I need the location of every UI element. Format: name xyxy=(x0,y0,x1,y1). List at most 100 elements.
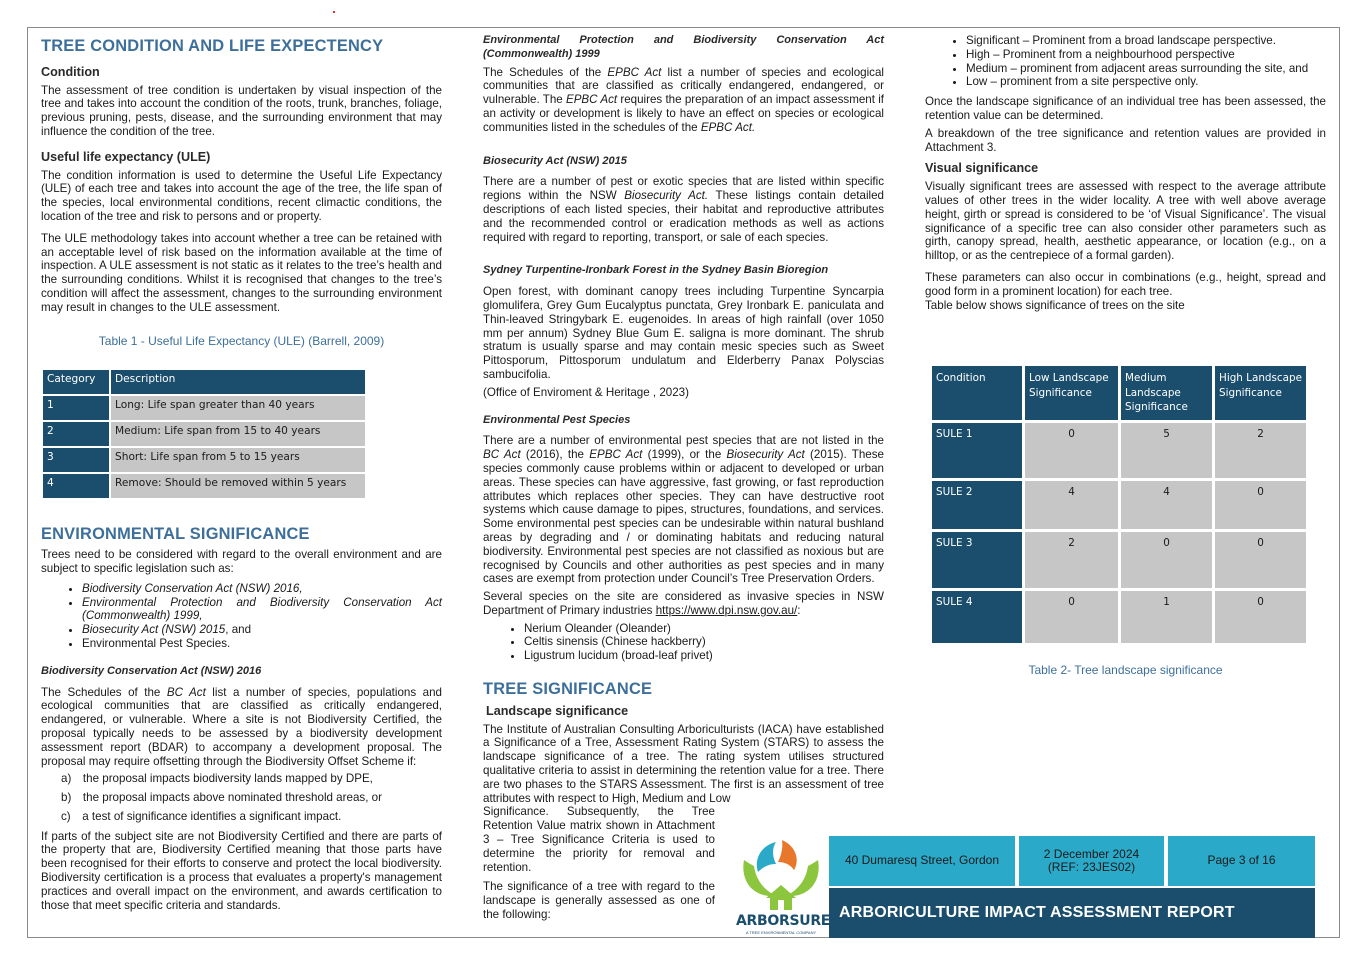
stif-reference: (Office of Enviroment & Heritage , 2023) xyxy=(483,385,689,399)
list-item: c) a test of significance identifies a s… xyxy=(61,809,342,823)
footer-report-title: ARBORICULTURE IMPACT ASSESSMENT REPORT xyxy=(829,888,1315,938)
retention-paragraph: Once the landscape significance of an in… xyxy=(925,95,1326,122)
list-item: Medium – prominent from adjacent areas s… xyxy=(966,62,1326,76)
ule-title: Useful life expectancy (ULE) xyxy=(41,149,211,164)
landscape-paragraph-2: The significance of a tree with regard t… xyxy=(483,880,715,922)
list-item: Celtis sinensis (Chinese hackberry) xyxy=(524,635,884,649)
parameters-paragraph: These parameters can also occur in combi… xyxy=(925,270,1326,298)
table-row: 1 Long: Life span greater than 40 years xyxy=(43,396,365,421)
legislation-list: Biodiversity Conservation Act (NSW) 2016… xyxy=(41,582,442,651)
list-item: Biosecurity Act (NSW) 2015, and xyxy=(82,623,442,637)
ule-paragraph-1: The condition information is used to det… xyxy=(41,168,442,223)
sig-cell: 0 xyxy=(1121,531,1212,588)
sig-cell: 0 xyxy=(1025,590,1118,643)
sig-cell: 0 xyxy=(1215,531,1306,588)
ule-cell: 1 xyxy=(43,396,109,421)
landscape-paragraph-1-tail: Significance. Subsequently, the Tree Ret… xyxy=(483,805,715,874)
sig-cell: 0 xyxy=(1025,422,1118,478)
ule-cell: Medium: Life span from 15 to 40 years xyxy=(111,422,365,447)
sig-table-header: Condition Low Landscape Significance Med… xyxy=(932,366,1306,420)
sig-cell: 2 xyxy=(1215,422,1306,478)
pest-paragraph-2: Several species on the site are consider… xyxy=(483,590,884,617)
landscape-paragraph-1: The Institute of Australian Consulting A… xyxy=(483,722,884,805)
ule-table: Category Description 1 Long: Life span g… xyxy=(41,368,367,500)
list-item: Biodiversity Conservation Act (NSW) 2016… xyxy=(82,582,442,596)
table-row: 4 Remove: Should be removed within 5 yea… xyxy=(43,474,365,499)
sig-header-high: High Landscape Significance xyxy=(1215,366,1306,420)
sig-row-label: SULE 1 xyxy=(932,422,1022,478)
biosecurity-paragraph: There are a number of pest or exotic spe… xyxy=(483,175,884,244)
table-row: SULE 3 2 0 0 xyxy=(932,531,1306,588)
column-2: Environmental Protection and Biodiversit… xyxy=(483,34,884,930)
logo-name: ARBORSURE xyxy=(736,913,831,929)
table1-caption: Table 1 - Useful Life Expectancy (ULE) (… xyxy=(98,333,385,348)
arborsure-logo-icon xyxy=(743,840,819,910)
sig-cell: 1 xyxy=(1121,590,1212,643)
ule-cell: Long: Life span greater than 40 years xyxy=(111,396,365,421)
pest-species-title: Environmental Pest Species xyxy=(483,413,631,426)
sig-row-label: SULE 3 xyxy=(932,531,1022,588)
ule-paragraph-2: The ULE methodology takes into account w… xyxy=(41,231,442,314)
heading-tree-condition: TREE CONDITION AND LIFE EXPECTENCY xyxy=(41,37,384,55)
sig-cell: 0 xyxy=(1215,480,1306,529)
column-3: Significant – Prominent from a broad lan… xyxy=(925,34,1326,320)
logo-tagline: A TREE ENVIRONMENTAL COMPANY xyxy=(745,930,817,935)
sig-cell: 5 xyxy=(1121,422,1212,478)
footer-date: 2 December 2024(REF: 23JES02) xyxy=(1019,836,1164,886)
list-item: Low – prominent from a site perspective … xyxy=(966,75,1326,89)
epbc-paragraph: The Schedules of the EPBC Act list a num… xyxy=(483,65,885,134)
env-paragraph: Trees need to be considered with regard … xyxy=(41,548,442,575)
sig-header-medium: Medium Landscape Significance xyxy=(1121,366,1212,420)
ule-cell: Remove: Should be removed within 5 years xyxy=(111,474,365,499)
sig-row-label: SULE 4 xyxy=(932,590,1022,643)
footer-address: 40 Dumaresq Street, Gordon xyxy=(829,836,1015,886)
ule-header-category: Category xyxy=(43,370,109,395)
biosecurity-act-title: Biosecurity Act (NSW) 2015 xyxy=(483,154,627,167)
list-item: a) the proposal impacts biodiversity lan… xyxy=(61,772,373,786)
bc-paragraph-1: The Schedules of the BC Act list a numbe… xyxy=(41,685,442,768)
landscape-significance-table: Condition Low Landscape Significance Med… xyxy=(929,363,1309,646)
table-row: SULE 2 4 4 0 xyxy=(932,480,1306,529)
table-row: 2 Medium: Life span from 15 to 40 years xyxy=(43,422,365,447)
pest-paragraph-1: There are a number of environmental pest… xyxy=(483,434,885,586)
ule-cell: 2 xyxy=(43,422,109,447)
stif-paragraph: Open forest, with dominant canopy trees … xyxy=(483,285,884,381)
ule-table-header: Category Description xyxy=(43,370,365,395)
page-border xyxy=(27,27,1340,938)
sig-cell: 0 xyxy=(1215,590,1306,643)
significance-list: Significant – Prominent from a broad lan… xyxy=(925,34,1326,89)
column-1: TREE CONDITION AND LIFE EXPECTENCY Condi… xyxy=(41,37,442,920)
sig-header-low: Low Landscape Significance xyxy=(1025,366,1118,420)
list-item: Environmental Pest Species. xyxy=(82,637,442,651)
footer-page-number: Page 3 of 16 xyxy=(1168,836,1315,886)
table2-caption: Table 2- Tree landscape significance xyxy=(1028,663,1223,677)
ule-cell: 4 xyxy=(43,474,109,499)
dpi-link[interactable]: https://www.dpi.nsw.gov.au/ xyxy=(655,603,798,617)
table-intro-paragraph: Table below shows significance of trees … xyxy=(925,298,1185,312)
red-dot-mark xyxy=(333,11,335,13)
heading-tree-significance: TREE SIGNIFICANCE xyxy=(483,680,653,699)
table-row: SULE 4 0 1 0 xyxy=(932,590,1306,643)
heading-environmental-significance: ENVIRONMENTAL SIGNIFICANCE xyxy=(41,525,310,544)
list-item: High – Prominent from a neighbourhood pe… xyxy=(966,48,1326,62)
sig-cell: 4 xyxy=(1121,480,1212,529)
bc-paragraph-2: If parts of the subject site are not Bio… xyxy=(41,829,442,912)
list-item: Significant – Prominent from a broad lan… xyxy=(966,34,1326,48)
visual-paragraph: Visually significant trees are assessed … xyxy=(925,180,1326,263)
visual-significance-title: Visual significance xyxy=(925,161,1039,176)
sig-cell: 4 xyxy=(1025,480,1118,529)
list-item: Ligustrum lucidum (broad-leaf privet) xyxy=(524,649,884,663)
sig-header-condition: Condition xyxy=(932,366,1022,420)
condition-paragraph: The assessment of tree condition is unde… xyxy=(41,83,442,138)
bc-act-title: Biodiversity Conservation Act (NSW) 2016 xyxy=(41,664,262,677)
landscape-significance-title: Landscape significance xyxy=(486,703,629,718)
ule-header-description: Description xyxy=(111,370,365,395)
stif-title: Sydney Turpentine-Ironbark Forest in the… xyxy=(483,264,829,277)
offset-conditions-list: a) the proposal impacts biodiversity lan… xyxy=(41,772,442,823)
attachment-paragraph: A breakdown of the tree significance and… xyxy=(925,126,1326,154)
ule-cell: 3 xyxy=(43,448,109,473)
ule-cell: Short: Life span from 5 to 15 years xyxy=(111,448,365,473)
sig-cell: 2 xyxy=(1025,531,1118,588)
pest-species-list: Nerium Oleander (Oleander) Celtis sinens… xyxy=(483,622,884,663)
list-item: Nerium Oleander (Oleander) xyxy=(524,622,884,636)
